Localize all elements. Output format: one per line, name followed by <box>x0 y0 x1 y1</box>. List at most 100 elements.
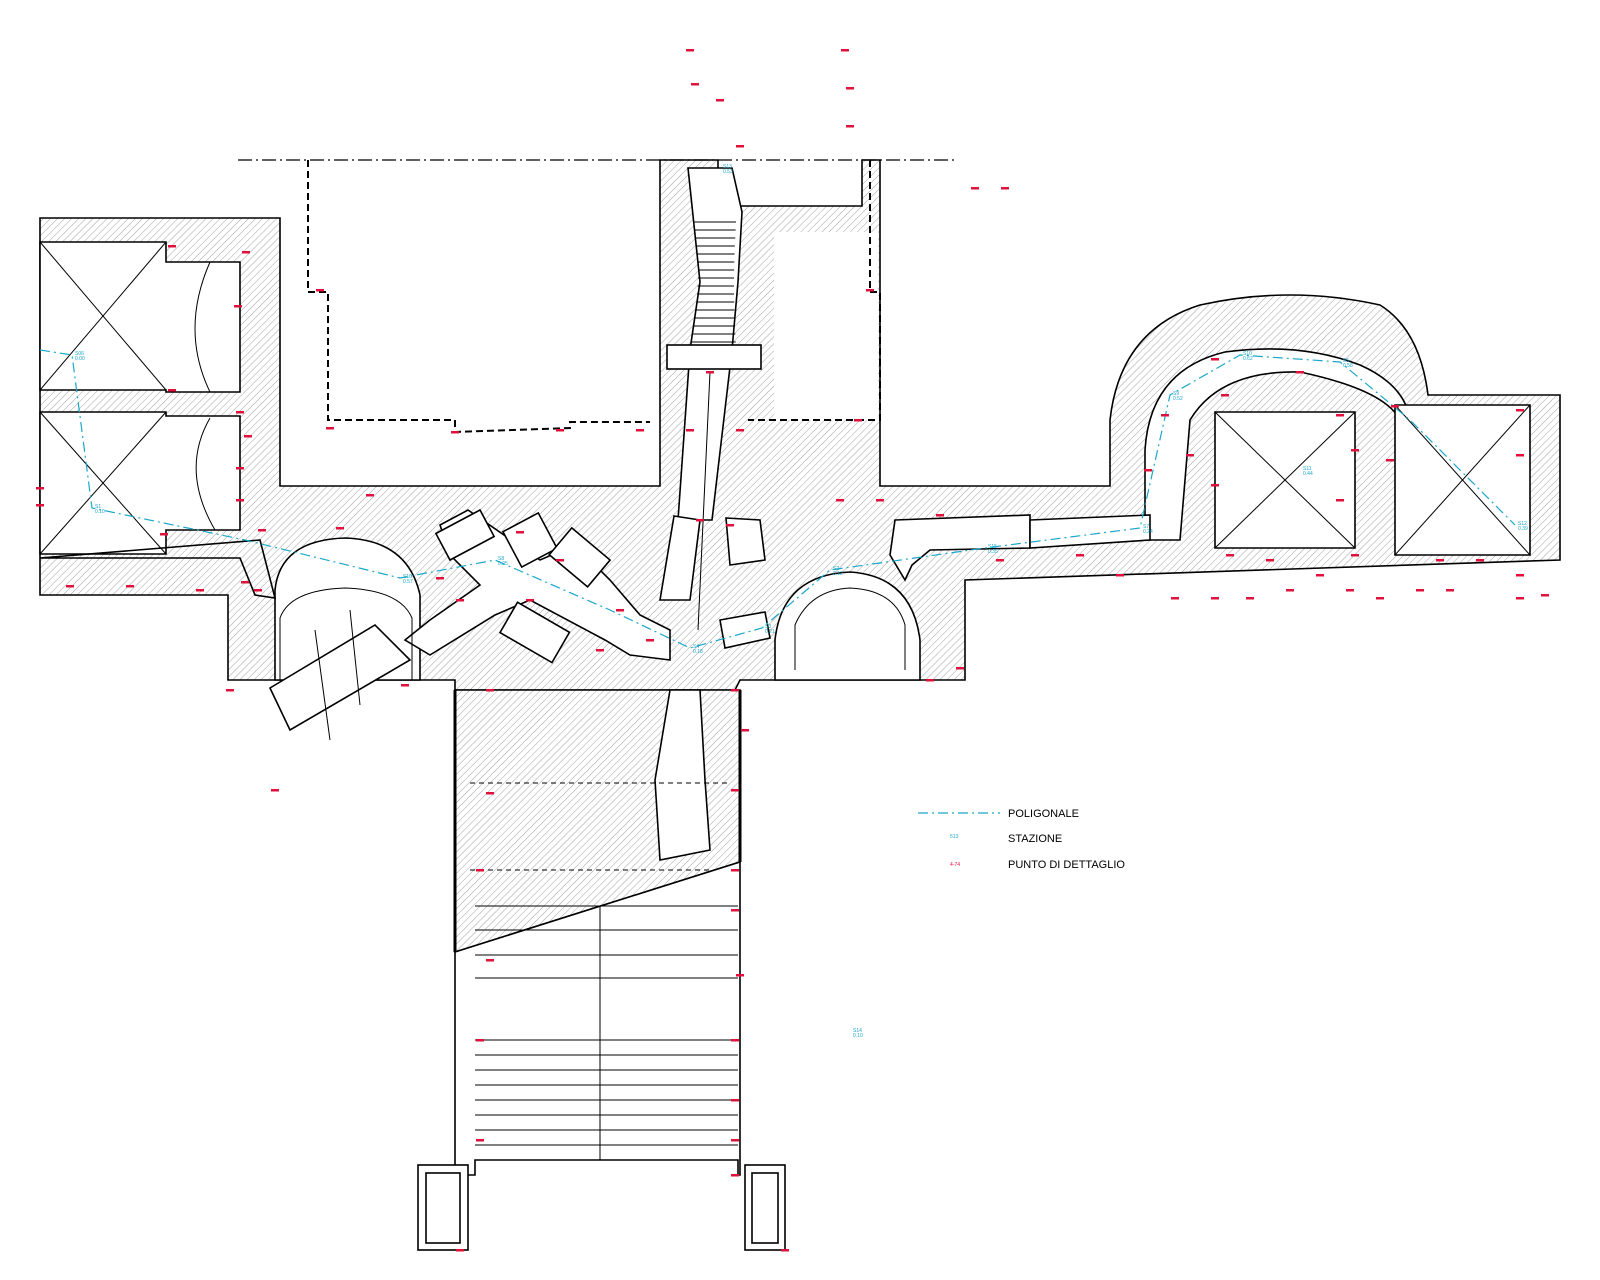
detail-point-mark <box>1001 187 1009 190</box>
detail-point-mark <box>686 49 694 52</box>
detail-point-mark <box>731 1174 739 1177</box>
detail-point-mark <box>476 1039 484 1042</box>
detail-point-mark <box>936 514 944 517</box>
detail-point-mark <box>736 429 744 432</box>
station-label: S14 <box>853 1028 862 1034</box>
station-label: S2 <box>833 566 839 572</box>
detail-point-mark <box>556 429 564 432</box>
detail-point-mark <box>1436 559 1444 562</box>
detail-point-mark <box>236 411 244 414</box>
detail-point-mark <box>126 585 134 588</box>
station-label: S15 <box>988 544 997 550</box>
station-elevation: 0.44 <box>1303 471 1313 477</box>
station-elevation: 0.35 <box>988 549 998 555</box>
detail-point-mark <box>196 589 204 592</box>
detail-point-mark <box>1211 597 1219 600</box>
legend-detail-mark: 4-74 <box>950 862 960 868</box>
station-label: S10 <box>1243 351 1252 357</box>
station-elevation: 0.58 <box>1343 363 1353 369</box>
detail-point-mark <box>451 431 459 434</box>
detail-point-mark <box>516 531 524 534</box>
detail-point-mark <box>254 589 262 592</box>
detail-point-mark <box>696 519 704 522</box>
station-elevation: 0.12 <box>833 571 843 577</box>
detail-point-mark <box>716 99 724 102</box>
station-label: S9 <box>1173 391 1179 397</box>
tunnels <box>268 508 1151 741</box>
detail-point-mark <box>971 187 979 190</box>
detail-point-mark <box>236 467 244 470</box>
detail-point-mark <box>741 729 749 732</box>
detail-point-mark <box>731 1039 739 1042</box>
detail-point-mark <box>1391 405 1399 408</box>
detail-point-mark <box>646 639 654 642</box>
detail-point-mark <box>1386 459 1394 462</box>
detail-point-mark <box>1376 597 1384 600</box>
station-label: S1 <box>95 504 101 510</box>
detail-point-mark <box>731 789 739 792</box>
vault-diagonals <box>39 241 1531 680</box>
detail-point-mark <box>854 419 862 422</box>
station-elevation: 0.21 <box>765 629 775 635</box>
detail-point-mark <box>926 679 934 682</box>
station-elevation: 0.53 <box>723 169 733 175</box>
detail-point-mark <box>556 559 564 562</box>
station-elevation: 0.52 <box>1173 396 1183 402</box>
detail-point-mark <box>1541 594 1549 597</box>
detail-point-mark <box>996 559 1004 562</box>
detail-point-mark <box>486 689 494 692</box>
station-label: S5 <box>1343 358 1349 364</box>
station-label: S12 <box>1518 521 1527 527</box>
legend: POLIGONALE 513 STAZIONE 4-74 PUNTO DI DE… <box>918 808 1125 871</box>
detail-point-mark <box>226 689 234 692</box>
detail-point-mark <box>1246 597 1254 600</box>
detail-point-mark <box>691 83 699 86</box>
detail-point-mark <box>168 389 176 392</box>
detail-point-mark <box>1076 554 1084 557</box>
detail-point-mark <box>336 527 344 530</box>
station-label: S4 <box>693 644 699 650</box>
detail-point-mark <box>636 429 644 432</box>
detail-point-mark <box>731 869 739 872</box>
detail-point-mark <box>160 533 168 536</box>
detail-point-mark <box>168 245 176 248</box>
detail-point-mark <box>731 909 739 912</box>
detail-point-mark <box>866 289 874 292</box>
detail-point-mark <box>271 789 279 792</box>
detail-point-mark <box>241 581 249 584</box>
legend-detail-label: PUNTO DI DETTAGLIO <box>1008 859 1125 871</box>
detail-point-mark <box>1266 559 1274 562</box>
detail-point-mark <box>876 499 884 502</box>
station-elevation: 0.57 <box>403 579 413 585</box>
south-wing <box>417 689 786 1251</box>
detail-point-mark <box>316 289 324 292</box>
detail-point-mark <box>1186 454 1194 457</box>
detail-point-mark <box>401 684 409 687</box>
detail-point-mark <box>526 599 534 602</box>
detail-points <box>36 49 1549 1252</box>
detail-point-mark <box>686 429 694 432</box>
detail-point-mark <box>476 869 484 872</box>
detail-point-mark <box>1516 409 1524 412</box>
polygonal-traverse <box>39 349 1516 649</box>
detail-point-mark <box>731 689 739 692</box>
detail-point-mark <box>234 305 242 308</box>
detail-point-mark <box>596 649 604 652</box>
detail-point-mark <box>1351 554 1359 557</box>
detail-point-mark <box>1351 449 1359 452</box>
detail-point-mark <box>326 427 334 430</box>
detail-point-mark <box>1516 597 1524 600</box>
detail-point-mark <box>1296 371 1304 374</box>
detail-point-mark <box>436 577 444 580</box>
stair-steps <box>691 221 736 343</box>
detail-point-mark <box>1346 589 1354 592</box>
station-label: S13 <box>723 164 732 170</box>
detail-point-mark <box>616 609 624 612</box>
courtyard-outline <box>238 159 958 434</box>
north-stair <box>659 167 766 631</box>
detail-point-mark <box>1446 589 1454 592</box>
station-label: S7 <box>1143 524 1149 530</box>
detail-point-mark <box>366 494 374 497</box>
detail-point-mark <box>846 87 854 90</box>
